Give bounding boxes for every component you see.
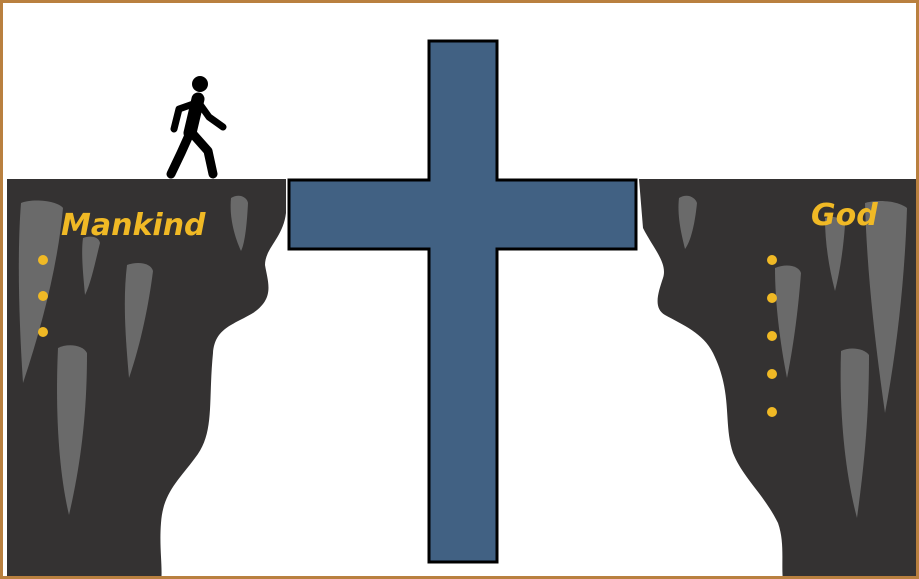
mankind-label: Mankind: [61, 211, 206, 241]
walking-person-icon: [171, 76, 223, 174]
cross: [289, 41, 636, 562]
bridge-illustration: [3, 3, 919, 579]
god-label: God: [811, 201, 878, 231]
